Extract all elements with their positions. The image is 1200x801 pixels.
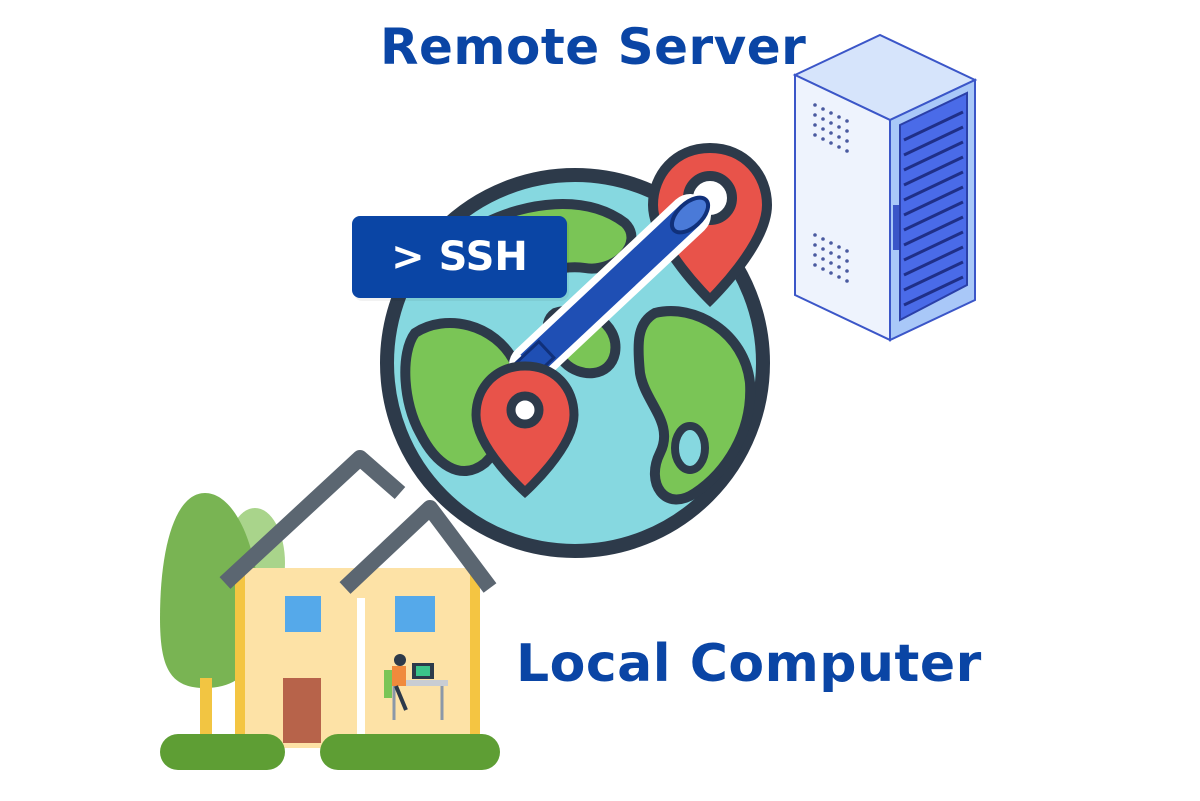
- location-pin-icon: [471, 361, 579, 499]
- server-rack-icon: [792, 33, 978, 342]
- ssh-badge: > SSH: [352, 216, 567, 298]
- house-icon: [160, 450, 500, 770]
- person-at-computer-icon: [384, 654, 448, 720]
- local-computer-label: Local Computer: [516, 634, 982, 694]
- remote-server-label: Remote Server: [380, 18, 807, 76]
- location-pin-icon: [647, 142, 773, 307]
